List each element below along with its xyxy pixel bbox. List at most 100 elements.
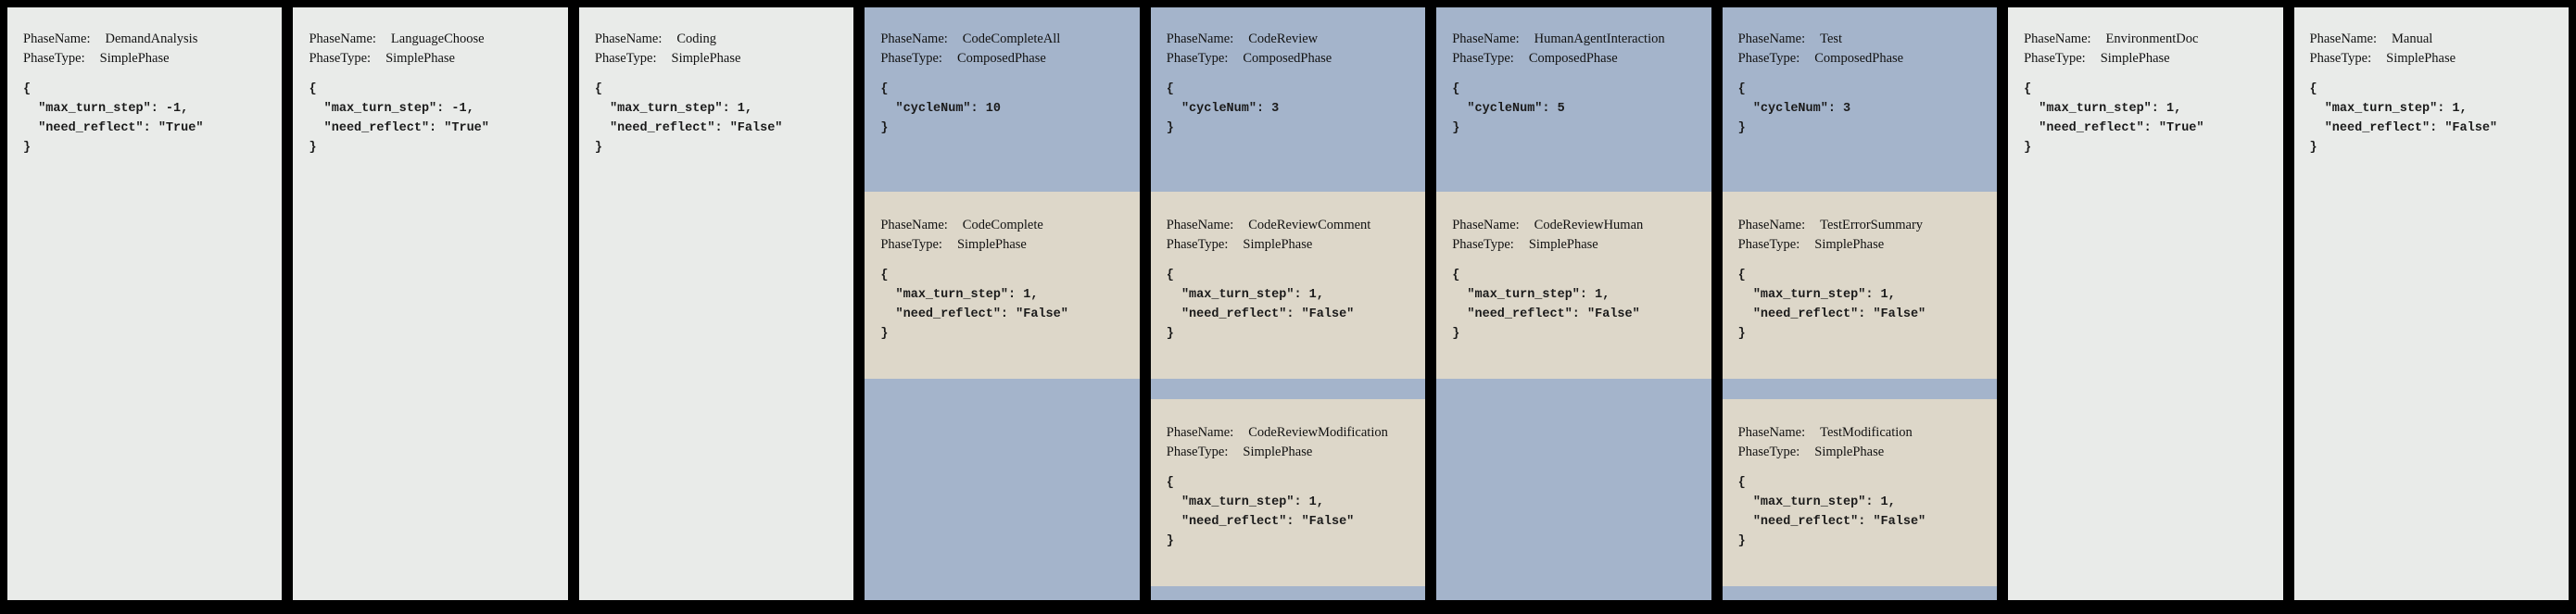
- phase-name-line: PhaseName:CodeReview: [1167, 30, 1416, 49]
- phase-card-human-agent-interaction: PhaseName: HumanAgentInteraction PhaseTyp…: [1436, 7, 1711, 600]
- phase-config-json: { "max_turn_step": 1, "need_reflect": "T…: [2024, 82, 2204, 155]
- phase-name-value: Manual: [2391, 31, 2433, 46]
- phase-name-value: CodeCompleteAll: [962, 31, 1061, 46]
- phase-name-line: PhaseName: Manual: [2310, 30, 2559, 49]
- phase-config-json: { "cycleNum": 5 }: [1452, 82, 1565, 135]
- phase-type-line: PhaseType: SimplePhase: [880, 235, 1130, 255]
- phase-type-line: PhaseType:SimplePhase: [2310, 49, 2559, 69]
- phase-config-json: { "max_turn_step": 1, "need_reflect": "F…: [2309, 82, 2498, 155]
- phase-type-label: PhaseType:: [1452, 51, 1514, 66]
- phase-type-line: PhaseType: SimplePhase: [1738, 235, 1988, 255]
- phase-name-label: PhaseName:: [1166, 425, 1234, 440]
- phase-name-value: TestModification: [1820, 425, 1913, 440]
- phase-header: PhaseName: Test PhaseType:ComposedPhase {…: [1723, 7, 1997, 192]
- phase-name-line: PhaseName:LanguageChoose: [309, 30, 558, 49]
- phase-type-line: PhaseType:SimplePhase: [2024, 49, 2273, 69]
- phase-type-value: SimplePhase: [1243, 237, 1313, 252]
- phase-type-value: SimplePhase: [956, 237, 1027, 252]
- phase-name-line: PhaseName:TestErrorSummary: [1738, 216, 1988, 235]
- phase-name-value: DemandAnalysis: [105, 31, 198, 46]
- phase-name-line: PhaseName: Test: [1738, 30, 1988, 49]
- phase-type-label: PhaseType:: [1737, 237, 1800, 252]
- nested-phase-card-code-review-modification: PhaseName: CodeReviewModification PhaseTy…: [1150, 399, 1426, 586]
- nested-phase-card-code-complete: PhaseName:CodeComplete PhaseType:SimpleP…: [865, 192, 1140, 379]
- phase-type-label: PhaseType:: [23, 51, 85, 66]
- phase-type-label: PhaseType:: [1166, 51, 1229, 66]
- phase-name-label: PhaseName:: [2024, 31, 2091, 46]
- phase-name-label: PhaseName:: [23, 31, 91, 46]
- phase-type-value: ComposedPhase: [956, 51, 1046, 66]
- phase-name-line: PhaseName: DemandAnalysis: [23, 30, 272, 49]
- phase-header: PhaseName:Coding PhaseType:SimplePhase {…: [579, 7, 853, 157]
- phase-type-value: SimplePhase: [99, 51, 170, 66]
- phase-name-label: PhaseName:: [2309, 31, 2377, 46]
- phase-type-label: PhaseType:: [309, 51, 372, 66]
- phase-type-label: PhaseType:: [880, 51, 942, 66]
- phase-config-json: { "max_turn_step": 1, "need_reflect": "F…: [594, 82, 783, 155]
- phase-type-label: PhaseType:: [1737, 445, 1800, 459]
- phase-card-coding: PhaseName:Coding PhaseType:SimplePhase {…: [578, 7, 854, 600]
- phase-type-value: SimplePhase: [671, 51, 741, 66]
- phase-type-line: PhaseType:ComposedPhase: [1452, 49, 1701, 69]
- phase-type-value: SimplePhase: [1814, 237, 1885, 252]
- phase-type-label: PhaseType:: [1166, 237, 1229, 252]
- phase-config-json: { "max_turn_step": 1, "need_reflect": "F…: [1452, 269, 1640, 341]
- phase-name-label: PhaseName:: [1737, 31, 1806, 46]
- phase-name-label: PhaseName:: [880, 31, 948, 46]
- phase-name-label: PhaseName:: [1166, 218, 1234, 232]
- phase-card-environment-doc: PhaseName: EnvironmentDoc PhaseType:Simpl…: [2008, 7, 2283, 600]
- phase-card-code-review: PhaseName:CodeReview PhaseType:ComposedP…: [1150, 7, 1426, 600]
- phase-type-label: PhaseType:: [880, 237, 942, 252]
- phase-name-value: LanguageChoose: [390, 31, 485, 46]
- phase-name-line: PhaseName:CodeReviewHuman: [1452, 216, 1701, 235]
- phase-config-json: { "max_turn_step": -1, "need_reflect": "…: [23, 82, 204, 155]
- phase-type-line: PhaseType: SimplePhase: [1167, 443, 1416, 462]
- phase-name-line: PhaseName: HumanAgentInteraction: [1452, 30, 1701, 49]
- phase-card-test: PhaseName: Test PhaseType:ComposedPhase {…: [1722, 7, 1998, 600]
- phase-card-manual: PhaseName: Manual PhaseType:SimplePhase {…: [2293, 7, 2569, 600]
- phase-type-line: PhaseType: ComposedPhase: [1167, 49, 1416, 69]
- phase-name-line: PhaseName: CodeCompleteAll: [880, 30, 1130, 49]
- phase-name-line: PhaseName: Coding: [595, 30, 844, 49]
- phase-type-line: PhaseType: ComposedPhase: [880, 49, 1130, 69]
- phase-config-json: { "cycleNum": 3 }: [1737, 82, 1851, 135]
- phase-name-value: CodeReview: [1248, 31, 1319, 46]
- phase-header: PhaseName: Manual PhaseType:SimplePhase {…: [2294, 7, 2569, 157]
- phase-type-line: PhaseType:SimplePhase: [1452, 235, 1701, 255]
- phase-name-value: TestErrorSummary: [1820, 218, 1924, 232]
- phase-type-label: PhaseType:: [1452, 237, 1514, 252]
- phase-name-line: PhaseName:CodeReviewComment: [1167, 216, 1416, 235]
- phase-name-value: EnvironmentDoc: [2105, 31, 2199, 46]
- phase-config-json: { "max_turn_step": 1, "need_reflect": "F…: [1166, 476, 1355, 548]
- phase-name-label: PhaseName:: [1452, 31, 1520, 46]
- phase-type-label: PhaseType:: [1166, 445, 1229, 459]
- phase-card-demand-analysis: PhaseName: DemandAnalysis PhaseType: Simpl…: [7, 7, 283, 600]
- phase-type-line: PhaseType: SimplePhase: [23, 49, 272, 69]
- phase-header: PhaseName:LanguageChoose PhaseType: Simpl…: [293, 7, 567, 157]
- phase-header: PhaseName: CodeCompleteAll PhaseType: Comp…: [865, 7, 1139, 192]
- phase-type-line: PhaseType:ComposedPhase: [1738, 49, 1988, 69]
- phase-header: PhaseName: DemandAnalysis PhaseType: Simpl…: [7, 7, 282, 157]
- phase-type-value: SimplePhase: [385, 51, 455, 66]
- phase-name-value: Coding: [676, 31, 717, 46]
- phase-name-label: PhaseName:: [880, 218, 948, 232]
- nested-phase-card-test-modification: PhaseName:TestModification PhaseType:Sim…: [1722, 399, 1998, 586]
- phase-type-line: PhaseType: SimplePhase: [1167, 235, 1416, 255]
- phase-name-label: PhaseName:: [594, 31, 663, 46]
- phase-name-value: HumanAgentInteraction: [1534, 31, 1665, 46]
- phase-type-value: SimplePhase: [2100, 51, 2170, 66]
- phase-config-json: { "max_turn_step": 1, "need_reflect": "F…: [1737, 269, 1926, 341]
- phase-name-value: Test: [1820, 31, 1843, 46]
- phase-type-label: PhaseType:: [1737, 51, 1800, 66]
- phase-header: PhaseName: HumanAgentInteraction PhaseTyp…: [1436, 7, 1711, 192]
- phase-type-value: SimplePhase: [1243, 445, 1313, 459]
- nested-phase-card-test-error-summary: PhaseName:TestErrorSummary PhaseType: Sim…: [1722, 192, 1998, 379]
- phase-type-value: SimplePhase: [2386, 51, 2456, 66]
- phase-type-value: ComposedPhase: [1243, 51, 1332, 66]
- phase-name-value: CodeReviewModification: [1248, 425, 1388, 440]
- phase-type-value: SimplePhase: [1814, 445, 1885, 459]
- phase-config-json: { "max_turn_step": 1, "need_reflect": "F…: [1166, 269, 1355, 341]
- phase-config-json: { "cycleNum": 3 }: [1166, 82, 1280, 135]
- nested-phase-card-code-review-human: PhaseName:CodeReviewHuman PhaseType:Simp…: [1436, 192, 1711, 379]
